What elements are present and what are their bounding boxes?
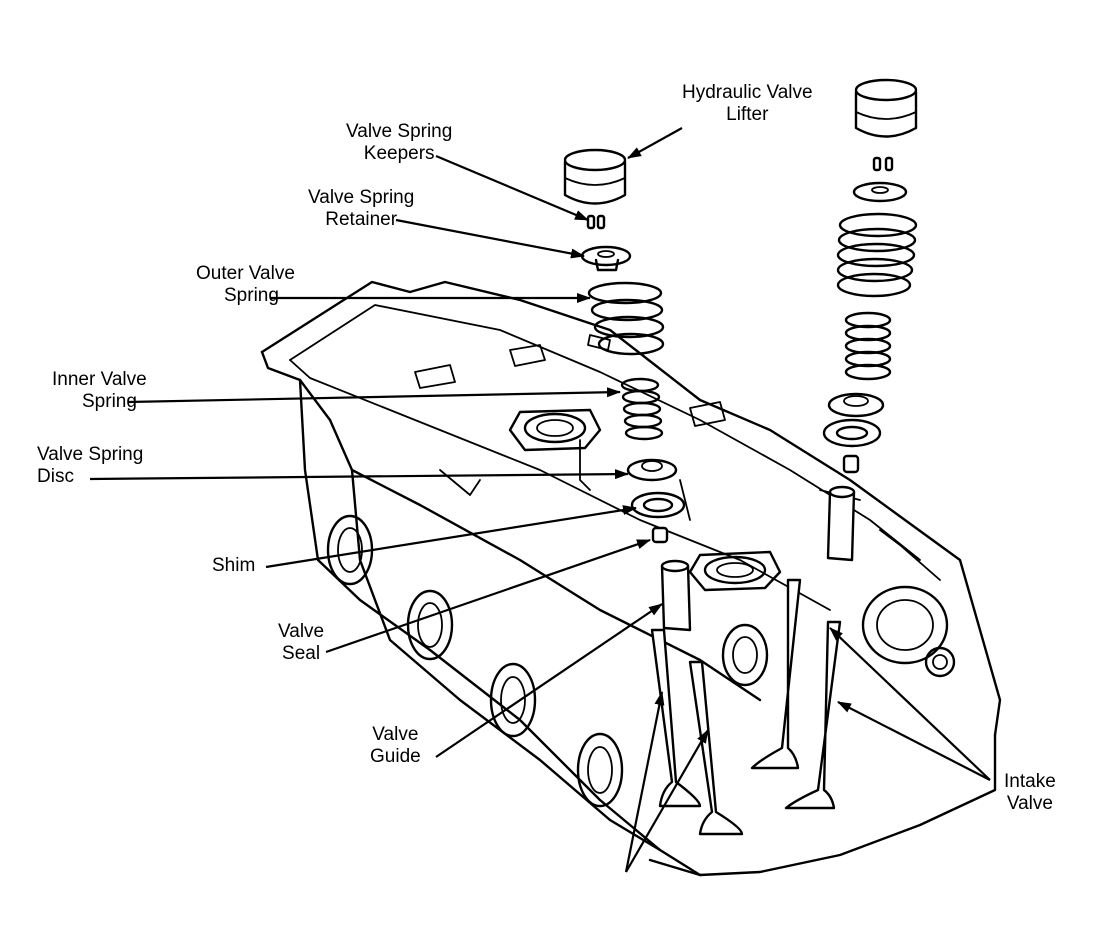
cylinder-head — [260, 280, 1002, 877]
right-valve-stack — [750, 78, 918, 810]
leader-lines — [89, 127, 991, 873]
left-valve-stack — [563, 148, 744, 836]
label-shim: Shim — [212, 555, 256, 576]
